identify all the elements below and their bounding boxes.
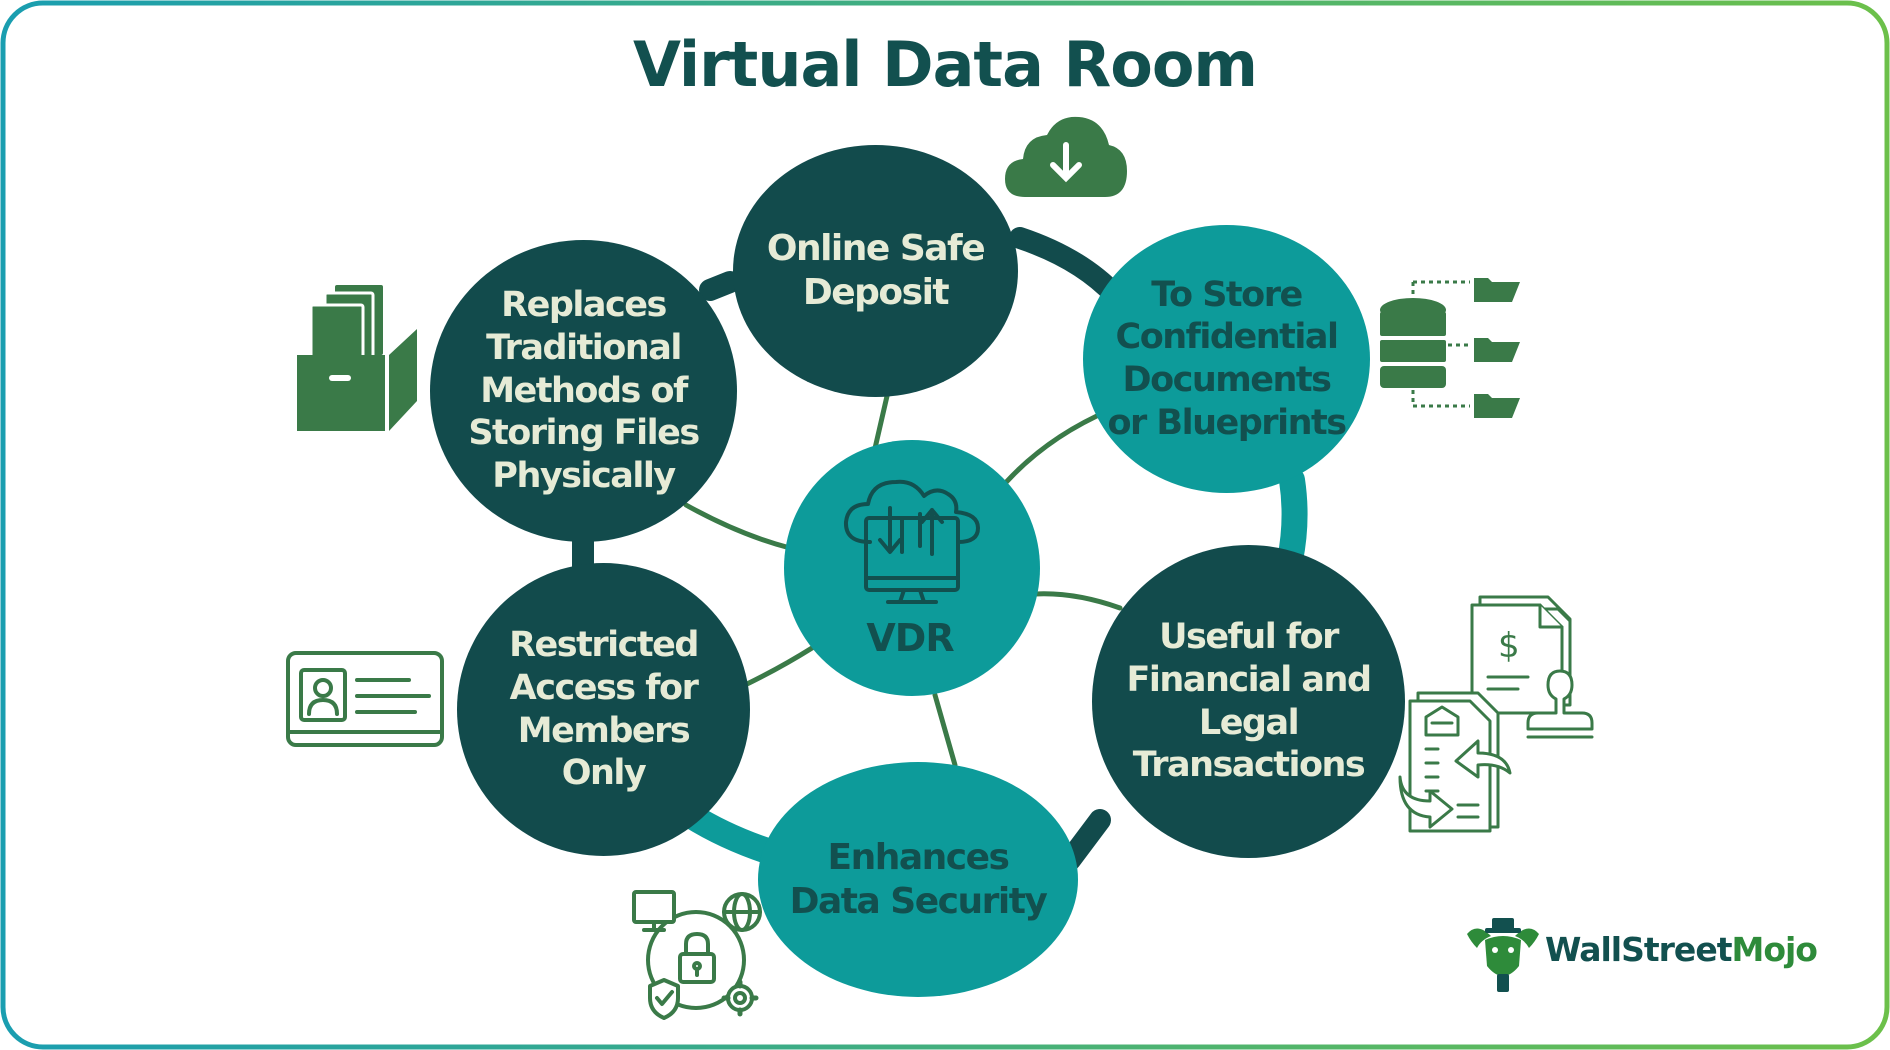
node-online-safe-deposit: Online Safe Deposit [733, 145, 1018, 397]
node-financial-legal: Useful for Financial and Legal Transacti… [1092, 545, 1405, 858]
ring-connector-deposit-store [1009, 227, 1126, 306]
node-label-line: Replaces [501, 285, 667, 326]
brand-wordmark: WallStreetMojo [1545, 930, 1818, 969]
ring-connector-replaces-deposit [699, 271, 741, 301]
node-label-line: Members [517, 710, 691, 751]
spoke-restricted [742, 645, 815, 688]
node-replaces-traditional: Replaces Traditional Methods of Storing … [430, 240, 737, 542]
node-label-line: Confidential [1115, 317, 1339, 358]
id-card-icon [286, 651, 444, 747]
center-label: VDR [866, 616, 954, 660]
file-box-icon [297, 285, 417, 431]
node-label-line: Data Security [789, 880, 1048, 922]
node-label-line: Transactions [1132, 745, 1366, 786]
node-label-line: Traditional [486, 327, 682, 368]
ring-connector-financial-security [1059, 809, 1111, 871]
node-label-line: Documents [1122, 360, 1332, 400]
brand-part-2: Mojo [1731, 930, 1817, 969]
node-label-line: Deposit [802, 272, 950, 313]
node-label-line: Enhances [827, 836, 1010, 878]
node-label-line: Restricted [509, 625, 699, 666]
financial-documents-exchange-icon: $ [1398, 595, 1594, 833]
svg-text:$: $ [1498, 626, 1520, 666]
page-title: Virtual Data Room [632, 28, 1258, 101]
node-restricted-access: Restricted Access for Members Only [457, 563, 750, 856]
node-label-line: Legal [1198, 702, 1300, 743]
node-label-line: or Blueprints [1107, 402, 1347, 443]
spoke-financial [1032, 591, 1123, 611]
node-label-line: Methods of [480, 370, 688, 411]
node-store-confidential: To Store Confidential Documents or Bluep… [1083, 225, 1370, 493]
database-folders-icon [1380, 278, 1520, 418]
wallstreetmojo-logo-icon [1467, 918, 1539, 992]
node-label-line: To Store [1151, 274, 1303, 315]
cloud-transfer-monitor-icon [843, 479, 980, 604]
node-label-line: Financial and [1126, 659, 1373, 700]
node-label-line: Useful for [1159, 617, 1339, 658]
node-label-line: Storing Files [468, 413, 700, 454]
security-network-icon [632, 890, 762, 1020]
spoke-replaces [683, 502, 793, 551]
cloud-download-icon [1005, 116, 1127, 197]
node-label-line: Access for [509, 667, 699, 708]
brand-part-1: WallStreet [1545, 930, 1732, 969]
spoke-security [932, 692, 958, 768]
node-label-line: Physically [492, 456, 676, 497]
ring-connector-store-financial [1277, 467, 1308, 573]
node-data-security: Enhances Data Security [758, 762, 1078, 997]
spoke-store [992, 407, 1113, 498]
node-label-line: Only [561, 753, 647, 794]
node-label-line: Online Safe [766, 228, 986, 270]
